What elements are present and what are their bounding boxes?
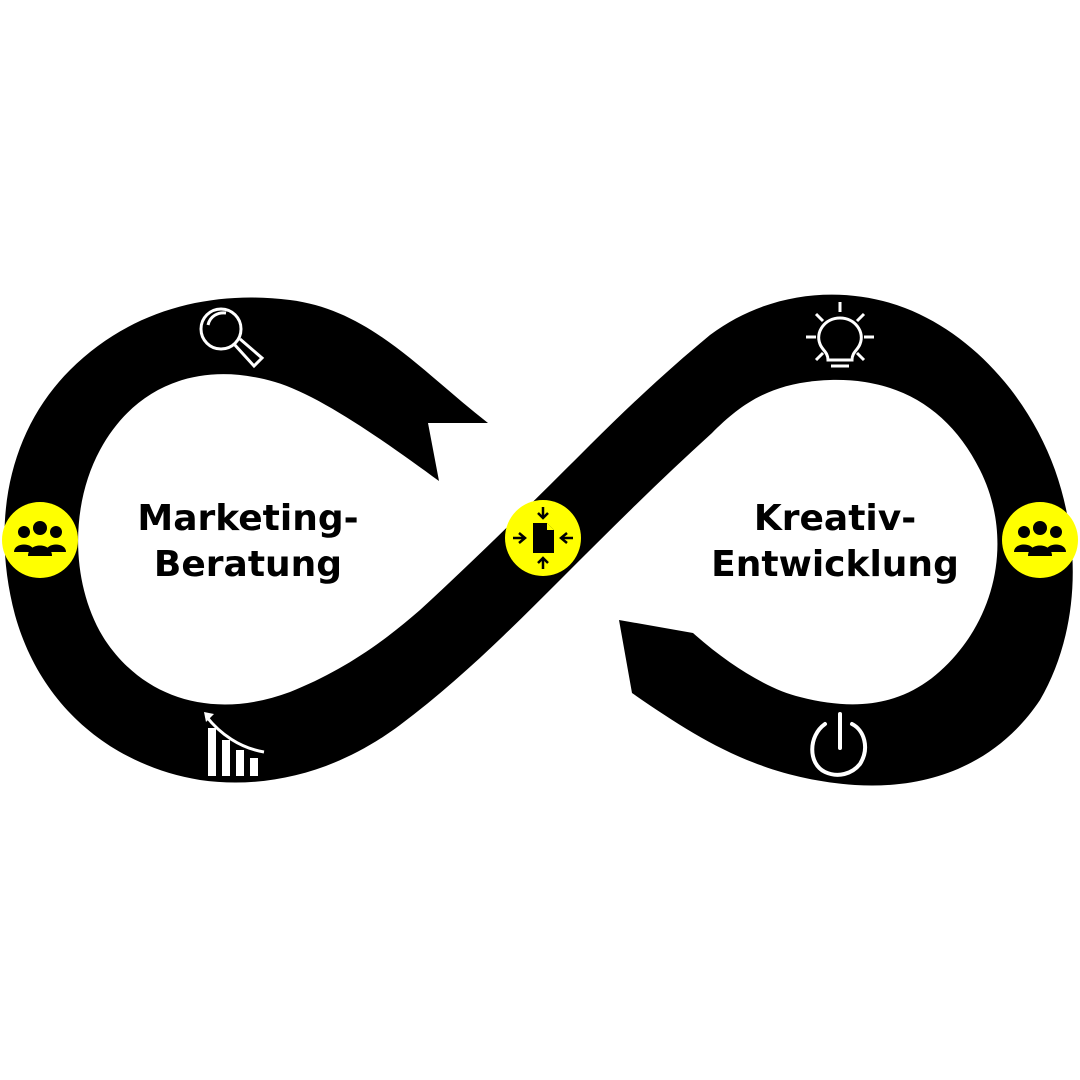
merge-circle-center: [505, 500, 581, 576]
merge-document-icon: [513, 507, 573, 569]
label-right-line1: Kreativ-: [753, 498, 917, 539]
team-circle-right: [1002, 502, 1078, 578]
label-kreativ-entwicklung: Kreativ- Entwicklung: [705, 496, 965, 588]
magnifier-icon: [199, 307, 265, 369]
bar-chart-trend-icon: [204, 712, 265, 776]
power-icon: [810, 712, 868, 777]
team-circle-left: [2, 502, 78, 578]
lightbulb-icon: [806, 302, 874, 368]
team-icon: [1014, 521, 1066, 556]
label-left-line1: Marketing-: [137, 498, 359, 539]
label-right-line2: Entwicklung: [711, 544, 959, 585]
label-marketing-beratung: Marketing- Beratung: [128, 496, 368, 588]
label-left-line2: Beratung: [153, 544, 343, 585]
team-icon: [14, 521, 66, 556]
